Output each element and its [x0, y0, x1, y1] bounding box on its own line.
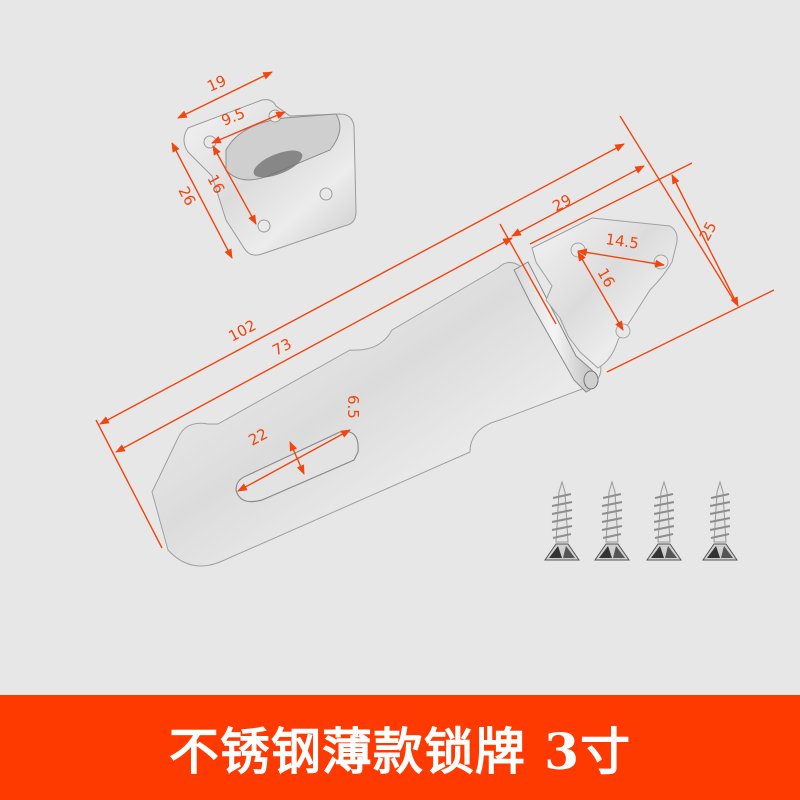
dim-strap-length: 73: [269, 335, 294, 360]
screw-icon: [702, 480, 738, 561]
dim-plate-hole-spacing: 14.5: [604, 230, 640, 252]
hasp-diagram-svg: 19 9.5 26 16: [95, 71, 775, 567]
dim-plate-length: 29: [549, 191, 574, 216]
product-title: 不锈钢薄款锁牌 3寸: [168, 721, 632, 781]
hasp-dimensions: [95, 115, 775, 549]
screw-icon: [544, 480, 580, 561]
dim-slot-width: 6.5: [344, 395, 362, 419]
dim-plate-width: 25: [696, 219, 721, 244]
hasp-strap: [151, 261, 602, 567]
product-title-banner: 不锈钢薄款锁牌 3寸: [0, 695, 800, 800]
product-diagram: 19 9.5 26 16: [95, 71, 775, 567]
dim-staple-width: 19: [204, 71, 229, 95]
screw-icon: [594, 480, 630, 561]
screw-icon: [646, 480, 682, 561]
screws-group: [544, 480, 738, 561]
